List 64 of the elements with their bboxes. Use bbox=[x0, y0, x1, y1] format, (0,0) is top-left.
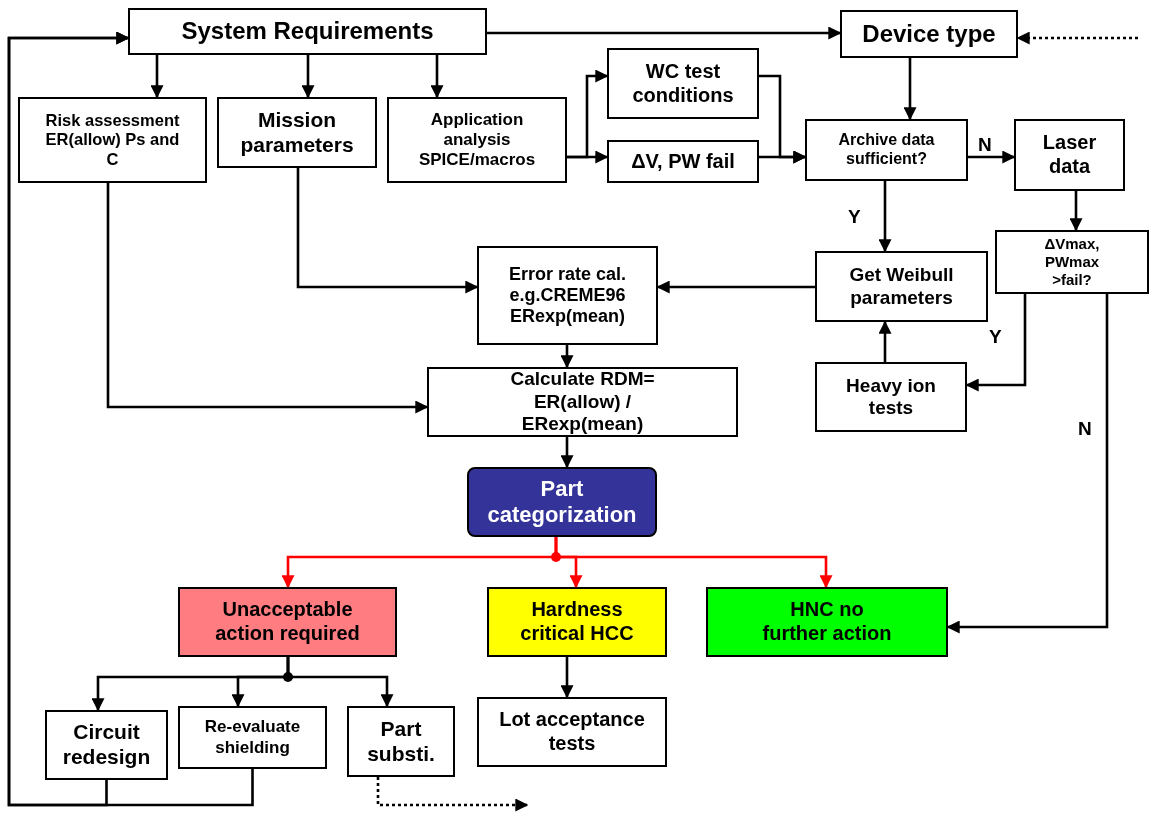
node-text: Heavy ion tests bbox=[845, 374, 937, 420]
process-box bbox=[487, 587, 667, 657]
process-box bbox=[128, 8, 487, 55]
node-text: Unacceptable action required bbox=[214, 598, 361, 646]
process-box bbox=[477, 246, 658, 345]
process-box bbox=[815, 251, 988, 322]
arrow bbox=[286, 657, 394, 708]
node-text: Lot acceptance tests bbox=[498, 708, 646, 756]
node-text: Application analysis SPICE/macros bbox=[418, 109, 536, 171]
process-box bbox=[477, 697, 667, 767]
node-text: ΔV, PW fail bbox=[631, 149, 735, 174]
node-text: Mission parameters bbox=[239, 107, 355, 158]
arrow bbox=[560, 657, 574, 699]
node-text: Laser data bbox=[1041, 131, 1098, 179]
node-text: Get Weibull parameters bbox=[848, 264, 955, 309]
arrow bbox=[430, 55, 444, 99]
node-text: Calculate RDM= ER(allow) / ERexp(mean) bbox=[509, 368, 656, 436]
process-box bbox=[805, 119, 968, 181]
node-text: WC test conditions bbox=[631, 59, 735, 108]
process-box bbox=[607, 48, 759, 119]
arrow bbox=[487, 26, 842, 40]
arrow bbox=[1069, 191, 1083, 232]
node-text: Risk assessment ER(allow) Ps and C bbox=[44, 110, 181, 170]
arrow bbox=[554, 537, 833, 589]
category-box bbox=[467, 467, 657, 537]
process-box bbox=[995, 230, 1149, 294]
process-box bbox=[387, 97, 567, 183]
node-text: System Requirements bbox=[181, 17, 434, 46]
arrow bbox=[7, 31, 254, 807]
node-text: HNC no further action bbox=[761, 598, 893, 646]
node-text: Device type bbox=[862, 19, 996, 49]
node-text: Part categorization bbox=[486, 476, 638, 528]
process-box bbox=[1014, 119, 1125, 191]
arrow bbox=[150, 55, 164, 99]
process-box bbox=[427, 367, 738, 437]
arrow bbox=[560, 437, 574, 469]
process-box bbox=[45, 710, 168, 780]
arrow bbox=[968, 150, 1016, 164]
arrow bbox=[301, 55, 315, 99]
arrow bbox=[106, 183, 429, 414]
arrow bbox=[560, 345, 574, 369]
node-text: Archive data sufficient? bbox=[837, 131, 936, 169]
process-box bbox=[178, 587, 397, 657]
process-box bbox=[706, 587, 948, 657]
node-text: Hardness critical HCC bbox=[519, 598, 635, 646]
arrow bbox=[903, 58, 917, 121]
node-text: Re-evaluate shielding bbox=[203, 717, 302, 758]
process-box bbox=[178, 706, 327, 769]
arrow bbox=[376, 777, 529, 812]
process-box bbox=[347, 706, 455, 777]
node-text: Circuit redesign bbox=[61, 720, 152, 770]
node-text: Error rate cal. e.g.CREME96 ERexp(mean) bbox=[507, 263, 628, 328]
process-box bbox=[815, 362, 967, 432]
arrow bbox=[567, 150, 609, 164]
node-text: Part substi. bbox=[366, 716, 436, 767]
node-text: ΔVmax, PWmax >fail? bbox=[1043, 235, 1101, 289]
arrow bbox=[759, 150, 807, 164]
process-box bbox=[840, 10, 1018, 58]
process-box bbox=[18, 97, 207, 183]
process-box bbox=[607, 140, 759, 183]
arrow bbox=[878, 181, 892, 253]
arrow bbox=[878, 320, 892, 362]
process-box bbox=[217, 97, 377, 168]
arrow bbox=[296, 168, 479, 294]
